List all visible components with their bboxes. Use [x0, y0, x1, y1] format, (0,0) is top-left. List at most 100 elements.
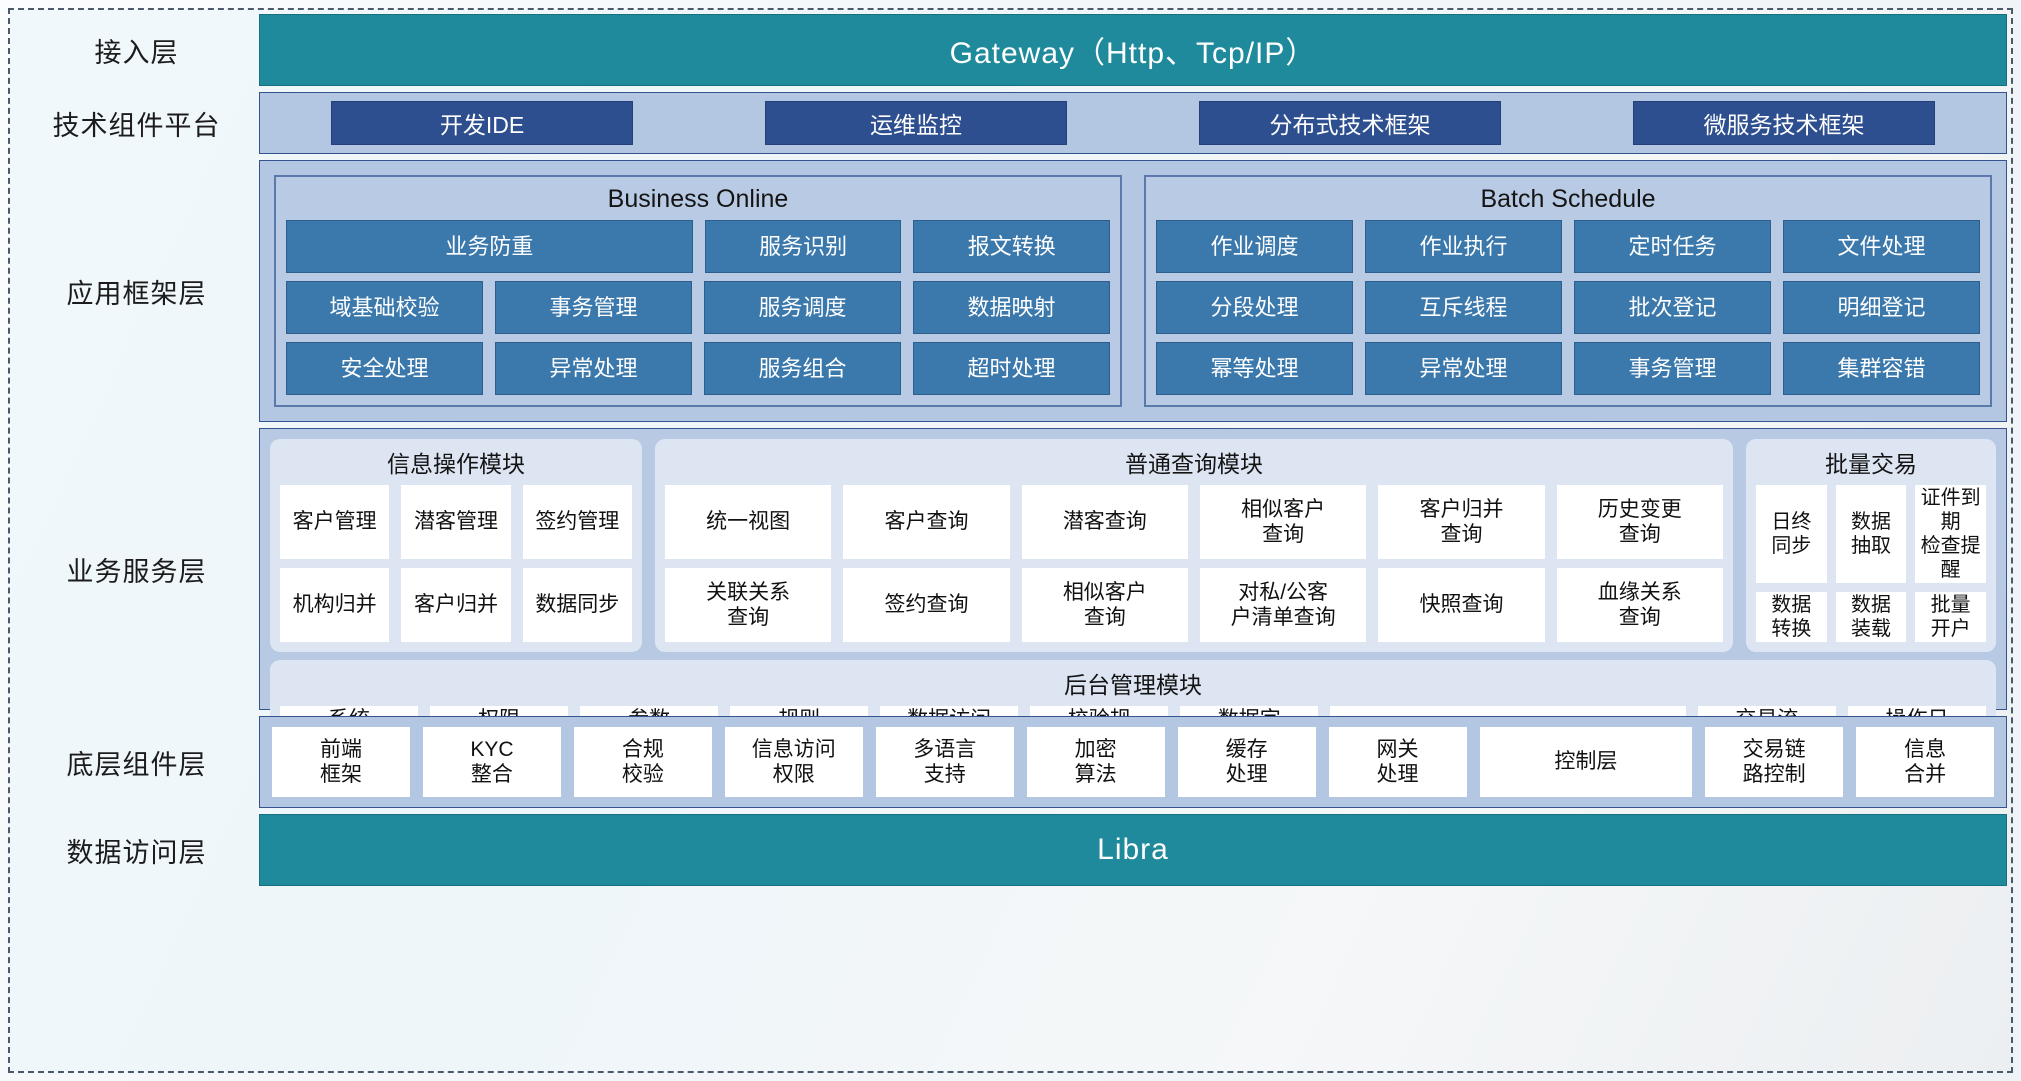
framework-cell-1-1-3[interactable]: 明细登记 [1783, 281, 1980, 334]
business-cell-0-1-2[interactable]: 数据同步 [522, 568, 632, 642]
layer-row-business-service: 业务服务层 信息操作模块客户管理潜客管理签约管理机构归并客户归并数据同步普通查询… [14, 428, 2007, 768]
framework-cell-1-0-2[interactable]: 定时任务 [1574, 220, 1771, 273]
business-module-row-0-1: 机构归并客户归并数据同步 [280, 568, 632, 642]
business-cell-1-0-2[interactable]: 潜客查询 [1021, 485, 1188, 559]
framework-cell-0-0-1[interactable]: 服务识别 [704, 220, 902, 273]
component-cell-5[interactable]: 加密 算法 [1026, 727, 1165, 797]
business-cell-1-0-1[interactable]: 客户查询 [843, 485, 1010, 559]
component-cell-3[interactable]: 信息访问 权限 [724, 727, 863, 797]
framework-cell-1-1-1[interactable]: 互斥线程 [1365, 281, 1562, 334]
business-module-title-2: 批量交易 [1825, 451, 1917, 477]
layer-label-data-access: 数据访问层 [66, 837, 207, 868]
framework-group-title-1: Batch Schedule [1480, 185, 1656, 213]
business-cell-1-1-1[interactable]: 签约查询 [843, 568, 1010, 642]
framework-cell-1-1-2[interactable]: 批次登记 [1574, 281, 1771, 334]
framework-row-1-2: 幂等处理异常处理事务管理集群容错 [1156, 342, 1980, 395]
framework-cell-0-0-0[interactable]: 业务防重 [286, 220, 693, 273]
layer-stack: 接入层 Gateway（Http、Tcp/IP） 技术组件平台 开发IDE 运维监… [14, 14, 2007, 1067]
layer-row-access: 接入层 Gateway（Http、Tcp/IP） [14, 14, 2007, 86]
framework-cell-0-1-0[interactable]: 域基础校验 [286, 281, 483, 334]
business-module-2: 批量交易日终 同步数据 抽取证件到期 检查提醒数据 转换数据 装载批量 开户 [1746, 439, 1996, 652]
business-cell-2-0-0[interactable]: 日终 同步 [1756, 485, 1827, 583]
framework-cell-1-0-0[interactable]: 作业调度 [1156, 220, 1353, 273]
component-cell-10[interactable]: 信息 合并 [1856, 727, 1995, 797]
layer-body-data-access: Libra [259, 814, 2007, 886]
business-module-row-2-1: 数据 转换数据 装载批量 开户 [1756, 592, 1987, 642]
framework-cell-1-2-0[interactable]: 幂等处理 [1156, 342, 1353, 395]
component-cell-8[interactable]: 控制层 [1479, 727, 1693, 797]
framework-row-0-0: 业务防重服务识别报文转换 [286, 220, 1110, 273]
gateway-bar[interactable]: Gateway（Http、Tcp/IP） [259, 14, 2007, 86]
framework-cell-0-0-2[interactable]: 报文转换 [913, 220, 1110, 273]
layer-body-access: Gateway（Http、Tcp/IP） [259, 14, 2007, 86]
tech-chip-3[interactable]: 微服务技术框架 [1633, 101, 1935, 145]
framework-group-1: Batch Schedule 作业调度作业执行定时任务文件处理分段处理互斥线程批次… [1144, 175, 1992, 407]
tech-chip-2[interactable]: 分布式技术框架 [1199, 101, 1501, 145]
business-cell-1-1-4[interactable]: 快照查询 [1378, 568, 1545, 642]
business-cell-1-1-2[interactable]: 相似客户 查询 [1021, 568, 1188, 642]
business-module-row-2-0: 日终 同步数据 抽取证件到期 检查提醒 [1756, 485, 1987, 583]
tech-chip-1[interactable]: 运维监控 [765, 101, 1067, 145]
business-cell-0-0-1[interactable]: 潜客管理 [401, 485, 511, 559]
component-cell-9[interactable]: 交易链 路控制 [1705, 727, 1844, 797]
business-cell-2-0-2[interactable]: 证件到期 检查提醒 [1915, 485, 1987, 583]
business-cell-1-1-3[interactable]: 对私/公客 户清单查询 [1199, 568, 1367, 642]
framework-cell-1-0-1[interactable]: 作业执行 [1365, 220, 1562, 273]
business-cell-1-1-5[interactable]: 血缘关系 查询 [1556, 568, 1723, 642]
libra-bar[interactable]: Libra [259, 814, 2007, 886]
component-cell-1[interactable]: KYC 整合 [422, 727, 561, 797]
framework-cell-1-2-3[interactable]: 集群容错 [1783, 342, 1980, 395]
framework-cell-1-1-0[interactable]: 分段处理 [1156, 281, 1353, 334]
business-cell-2-1-1[interactable]: 数据 装载 [1835, 592, 1907, 642]
backend-management-title: 后台管理模块 [1064, 672, 1202, 698]
business-cell-0-1-0[interactable]: 机构归并 [280, 568, 390, 642]
layer-label-app-framework: 应用框架层 [66, 278, 207, 309]
framework-group-title-0: Business Online [607, 185, 789, 213]
business-cell-2-1-2[interactable]: 批量 开户 [1915, 592, 1987, 642]
layer-body-business-service: 信息操作模块客户管理潜客管理签约管理机构归并客户归并数据同步普通查询模块统一视图… [259, 428, 2007, 768]
framework-cell-0-2-2[interactable]: 服务组合 [704, 342, 901, 395]
layer-row-data-access: 数据访问层 Libra [14, 814, 2007, 886]
framework-cell-0-2-0[interactable]: 安全处理 [286, 342, 483, 395]
framework-grid-1: 作业调度作业执行定时任务文件处理分段处理互斥线程批次登记明细登记幂等处理异常处理… [1156, 220, 1980, 395]
framework-cell-0-2-3[interactable]: 超时处理 [913, 342, 1110, 395]
framework-cell-1-2-1[interactable]: 异常处理 [1365, 342, 1562, 395]
framework-cell-1-2-2[interactable]: 事务管理 [1574, 342, 1771, 395]
framework-row-1-1: 分段处理互斥线程批次登记明细登记 [1156, 281, 1980, 334]
layer-label-tech-platform: 技术组件平台 [52, 110, 221, 141]
business-module-grid-0: 客户管理潜客管理签约管理机构归并客户归并数据同步 [280, 485, 632, 642]
framework-row-0-1: 域基础校验事务管理服务调度数据映射 [286, 281, 1110, 334]
framework-cell-0-2-1[interactable]: 异常处理 [495, 342, 692, 395]
business-cell-1-0-4[interactable]: 客户归并 查询 [1378, 485, 1545, 559]
business-cell-0-1-1[interactable]: 客户归并 [401, 568, 511, 642]
component-cell-4[interactable]: 多语言 支持 [875, 727, 1014, 797]
business-cell-1-0-5[interactable]: 历史变更 查询 [1556, 485, 1723, 559]
business-cell-2-0-1[interactable]: 数据 抽取 [1835, 485, 1907, 583]
framework-cell-0-1-1[interactable]: 事务管理 [495, 281, 692, 334]
framework-row-0-2: 安全处理异常处理服务组合超时处理 [286, 342, 1110, 395]
business-cell-0-0-0[interactable]: 客户管理 [280, 485, 390, 559]
framework-cell-0-1-2[interactable]: 服务调度 [704, 281, 901, 334]
component-cell-0[interactable]: 前端 框架 [272, 727, 410, 797]
business-cell-1-1-0[interactable]: 关联关系 查询 [665, 568, 832, 642]
component-cell-6[interactable]: 缓存 处理 [1177, 727, 1316, 797]
business-cell-2-1-0[interactable]: 数据 转换 [1756, 592, 1827, 642]
business-cell-1-0-0[interactable]: 统一视图 [665, 485, 832, 559]
business-cell-1-0-3[interactable]: 相似客户 查询 [1199, 485, 1367, 559]
framework-cell-0-1-3[interactable]: 数据映射 [913, 281, 1110, 334]
framework-cell-1-0-3[interactable]: 文件处理 [1783, 220, 1980, 273]
layer-label-access: 接入层 [94, 37, 179, 68]
business-cell-0-0-2[interactable]: 签约管理 [522, 485, 632, 559]
component-cell-2[interactable]: 合规 校验 [573, 727, 712, 797]
tech-chip-0[interactable]: 开发IDE [331, 101, 633, 145]
tech-platform-panel: 开发IDE 运维监控 分布式技术框架 微服务技术框架 [259, 92, 2007, 154]
layer-body-tech-platform: 开发IDE 运维监控 分布式技术框架 微服务技术框架 [259, 92, 2007, 154]
layer-label-base-component: 底层组件层 [66, 749, 207, 780]
component-cell-7[interactable]: 网关 处理 [1328, 727, 1467, 797]
